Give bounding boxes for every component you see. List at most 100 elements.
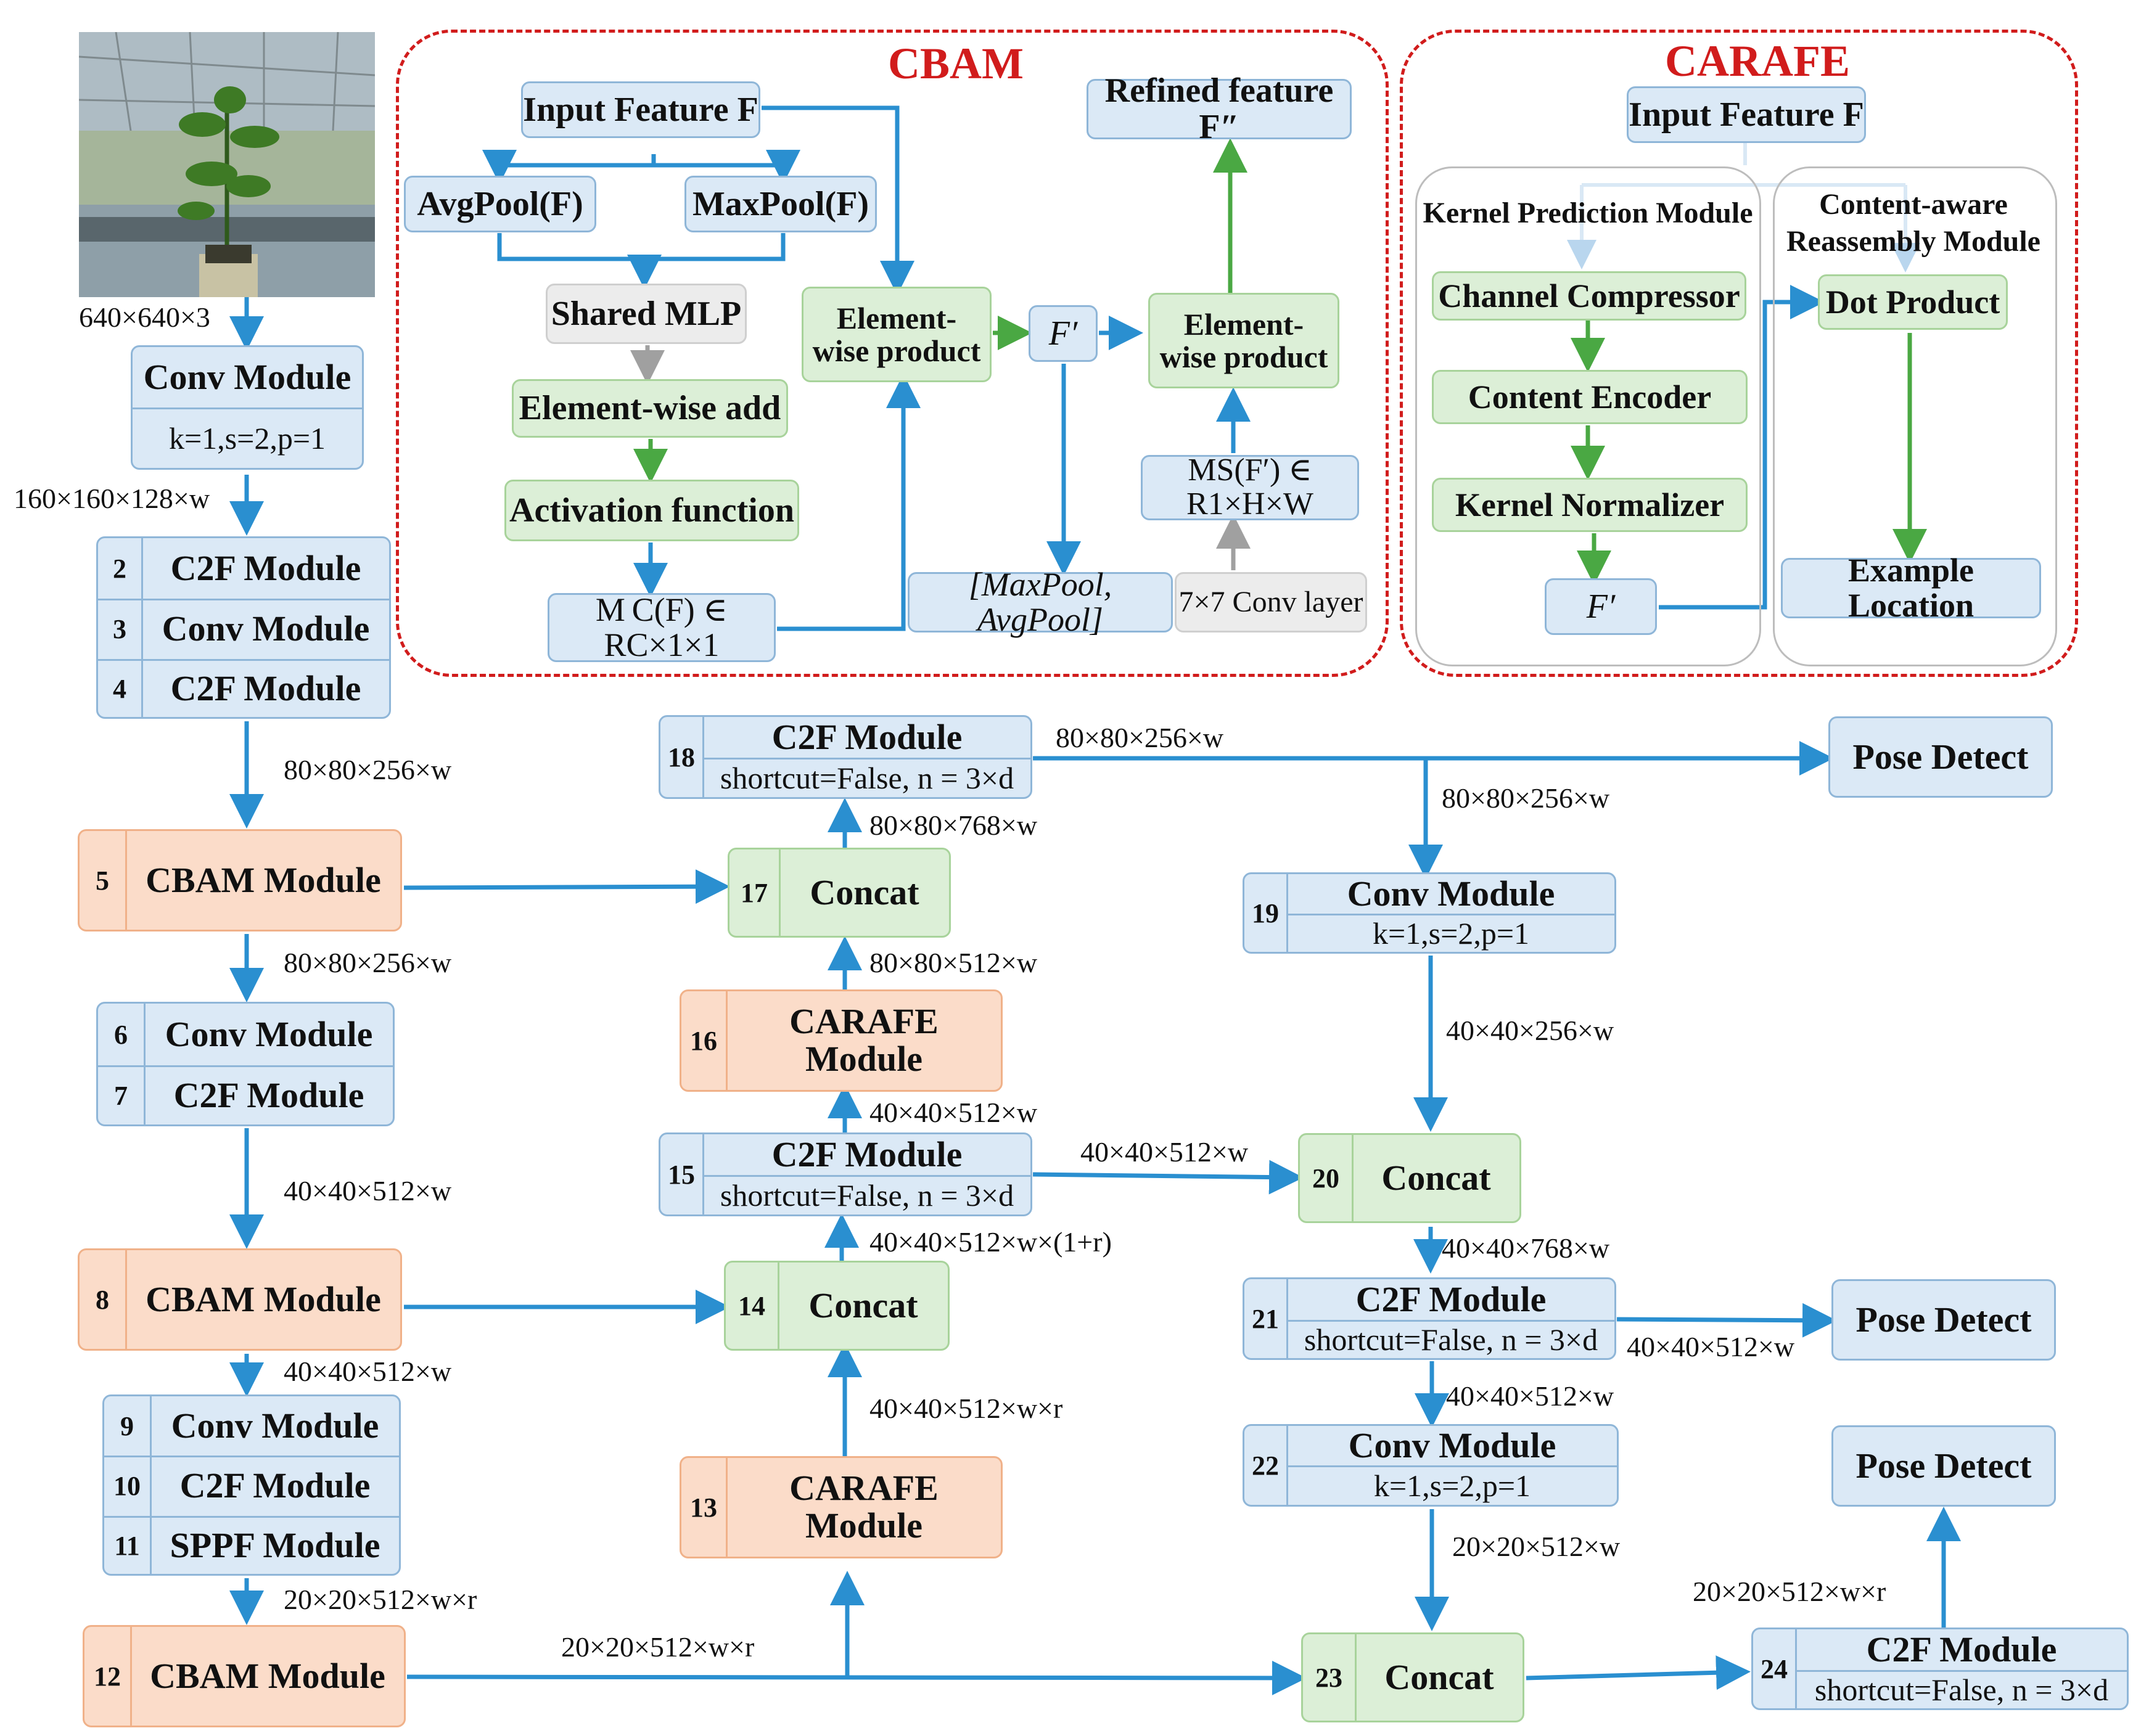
cbam-conv7[interactable]: 7×7 Conv layer	[1175, 572, 1367, 633]
layer-label: Conv Module	[165, 1013, 373, 1054]
layer-number: 20	[1300, 1135, 1354, 1221]
size-label-15-right: 40×40×512×w	[1080, 1136, 1249, 1168]
layer-number: 12	[84, 1627, 132, 1726]
arrow-cbam-input-to-product	[762, 105, 914, 295]
group-b-row-1[interactable]: 7 C2F Module	[98, 1065, 393, 1126]
group-a-row-1[interactable]: 3 Conv Module	[98, 599, 389, 659]
cbam-pool-concat-label: [MaxPool, AvgPool]	[968, 566, 1112, 638]
layer-number: 5	[80, 831, 127, 930]
concat-17[interactable]: 17 Concat	[728, 848, 951, 938]
cbam-module-5[interactable]: 5 CBAM Module	[78, 829, 402, 931]
conv-module-19[interactable]: 19 Conv Module k=1,s=2,p=1	[1243, 872, 1616, 954]
cbam-activation[interactable]: Activation function	[504, 480, 799, 541]
concat-14[interactable]: 14 Concat	[724, 1261, 950, 1351]
pose-detect-1[interactable]: Pose Detect	[1828, 716, 2053, 798]
c2f-module-15[interactable]: 15 C2F Module shortcut=False, n = 3×d	[659, 1132, 1032, 1216]
carafe-kernel-normalizer[interactable]: Kernel Normalizer	[1432, 478, 1748, 532]
conv-module-22[interactable]: 22 Conv Module k=1,s=2,p=1	[1243, 1424, 1619, 1507]
cbam-activation-label: Activation function	[509, 491, 794, 530]
size-label-6: 20×20×512×w×r	[284, 1584, 477, 1615]
layer-number: 10	[104, 1456, 152, 1516]
size-label-15-up: 40×40×512×w	[869, 1097, 1038, 1128]
cbam-mc-label: M C(F) ∈ RC×1×1	[595, 591, 728, 663]
cbam-refined-feature[interactable]: Refined feature F″	[1087, 73, 1352, 145]
cbam-ms[interactable]: MS(F′) ∈ R1×H×W	[1141, 454, 1359, 521]
c2f-module-21-params: shortcut=False, n = 3×d	[1304, 1322, 1598, 1357]
concat-20[interactable]: 20 Concat	[1298, 1133, 1521, 1223]
group-c-row-0[interactable]: 9 Conv Module	[104, 1396, 399, 1456]
pose-detect-3-label: Pose Detect	[1855, 1445, 2032, 1486]
pose-detect-2-label: Pose Detect	[1855, 1299, 2032, 1340]
carafe-dot-product[interactable]: Dot Product	[1818, 274, 2008, 330]
pose-detect-3[interactable]: Pose Detect	[1831, 1425, 2056, 1507]
carafe-example-location[interactable]: Example Location	[1781, 553, 2041, 623]
cbam-maxpool[interactable]: MaxPool(F)	[684, 176, 877, 232]
carafe-channel-compressor[interactable]: Channel Compressor	[1432, 271, 1746, 321]
carafe-kernel-normalizer-label: Kernel Normalizer	[1455, 486, 1725, 523]
c2f-module-24[interactable]: 24 C2F Module shortcut=False, n = 3×d	[1751, 1628, 2129, 1710]
group-a-row-2[interactable]: 4 C2F Module	[98, 659, 389, 718]
concat-14-label: Concat	[808, 1285, 918, 1325]
input-image	[79, 32, 375, 297]
concat-23[interactable]: 23 Concat	[1301, 1632, 1524, 1722]
concat-17-label: Concat	[810, 872, 919, 912]
concat-23-label: Concat	[1384, 1656, 1494, 1697]
layer-label: C2F Module	[170, 547, 361, 588]
c2f-module-21-label: C2F Module	[1355, 1279, 1547, 1319]
cbam-elementwise-add[interactable]: Element-wise add	[512, 379, 788, 438]
pose-detect-2[interactable]: Pose Detect	[1831, 1279, 2056, 1361]
group-c-row-1[interactable]: 10 C2F Module	[104, 1456, 399, 1516]
conv-module-1-params: k=1,s=2,p=1	[168, 421, 326, 456]
c2f-module-18[interactable]: 18 C2F Module shortcut=False, n = 3×d	[659, 715, 1032, 799]
cbam-input-feature-label: Input Feature F	[523, 90, 758, 129]
layer-number: 24	[1753, 1629, 1797, 1708]
cbam-f-prime[interactable]: F′	[1029, 305, 1098, 362]
carafe-module-16[interactable]: 16 CARAFE Module	[680, 989, 1003, 1092]
cbam-elementwise-product-2[interactable]: Element-wise product	[1148, 293, 1339, 388]
layer-number: 22	[1244, 1426, 1288, 1505]
cbam-mc[interactable]: M C(F) ∈ RC×1×1	[548, 591, 776, 663]
carafe-content-encoder[interactable]: Content Encoder	[1432, 370, 1748, 424]
size-label-17-out: 80×80×768×w	[869, 809, 1038, 841]
cbam-module-12-label: CBAM Module	[150, 1655, 385, 1696]
cbam-input-feature[interactable]: Input Feature F	[521, 81, 760, 138]
layer-number: 3	[98, 599, 143, 659]
layer-label: Conv Module	[171, 1405, 379, 1446]
greenhouse-plant-icon	[79, 32, 375, 297]
layer-label: SPPF Module	[170, 1525, 380, 1565]
cbam-elementwise-add-label: Element-wise add	[519, 389, 781, 428]
cbam-module-5-label: CBAM Module	[146, 859, 381, 900]
pose-detect-1-label: Pose Detect	[1852, 736, 2029, 777]
layer-label: C2F Module	[179, 1465, 371, 1505]
carafe-input-feature[interactable]: Input Feature F	[1627, 86, 1866, 143]
arrow-c2f15-to-concat20	[1032, 1160, 1304, 1195]
group-b-row-0[interactable]: 6 Conv Module	[98, 1004, 393, 1065]
cbam-elementwise-product-1[interactable]: Element-wise product	[802, 287, 992, 382]
carafe-module-13[interactable]: 13 CARAFE Module	[680, 1456, 1003, 1558]
group-c-row-2[interactable]: 11 SPPF Module	[104, 1516, 399, 1575]
size-label-3: 80×80×256×w	[284, 947, 452, 978]
cbam-shared-mlp[interactable]: Shared MLP	[546, 284, 747, 344]
cbam-pool-concat[interactable]: [MaxPool, AvgPool]	[908, 566, 1173, 638]
conv-module-19-params: k=1,s=2,p=1	[1372, 916, 1530, 951]
conv-module-1[interactable]: Conv Module k=1,s=2,p=1	[131, 345, 364, 470]
layer-number: 7	[98, 1065, 146, 1126]
c2f-module-21[interactable]: 21 C2F Module shortcut=False, n = 3×d	[1243, 1277, 1616, 1360]
carafe-f-prime[interactable]: F′	[1545, 578, 1657, 635]
concat-20-label: Concat	[1381, 1157, 1491, 1198]
c2f-module-15-label: C2F Module	[771, 1134, 963, 1174]
conv-module-22-label: Conv Module	[1348, 1425, 1556, 1465]
layer-number: 16	[681, 991, 728, 1090]
cbam-maxpool-label: MaxPool(F)	[692, 184, 869, 223]
c2f-module-24-params: shortcut=False, n = 3×d	[1814, 1673, 2109, 1707]
cbam-avgpool[interactable]: AvgPool(F)	[404, 176, 596, 232]
carafe-module-16-label: CARAFE Module	[789, 1001, 939, 1079]
arrow-concat23-to-c2f24	[1526, 1655, 1751, 1690]
group-a-row-0[interactable]: 2 C2F Module	[98, 538, 389, 599]
carafe-title: CARAFE	[1665, 36, 1850, 86]
kernel-prediction-panel	[1415, 166, 1761, 666]
size-label-16-out: 80×80×512×w	[869, 947, 1038, 978]
cbam-module-8[interactable]: 8 CBAM Module	[78, 1248, 402, 1351]
cbam-module-12[interactable]: 12 CBAM Module	[83, 1625, 406, 1727]
c2f-module-24-label: C2F Module	[1866, 1629, 2057, 1669]
